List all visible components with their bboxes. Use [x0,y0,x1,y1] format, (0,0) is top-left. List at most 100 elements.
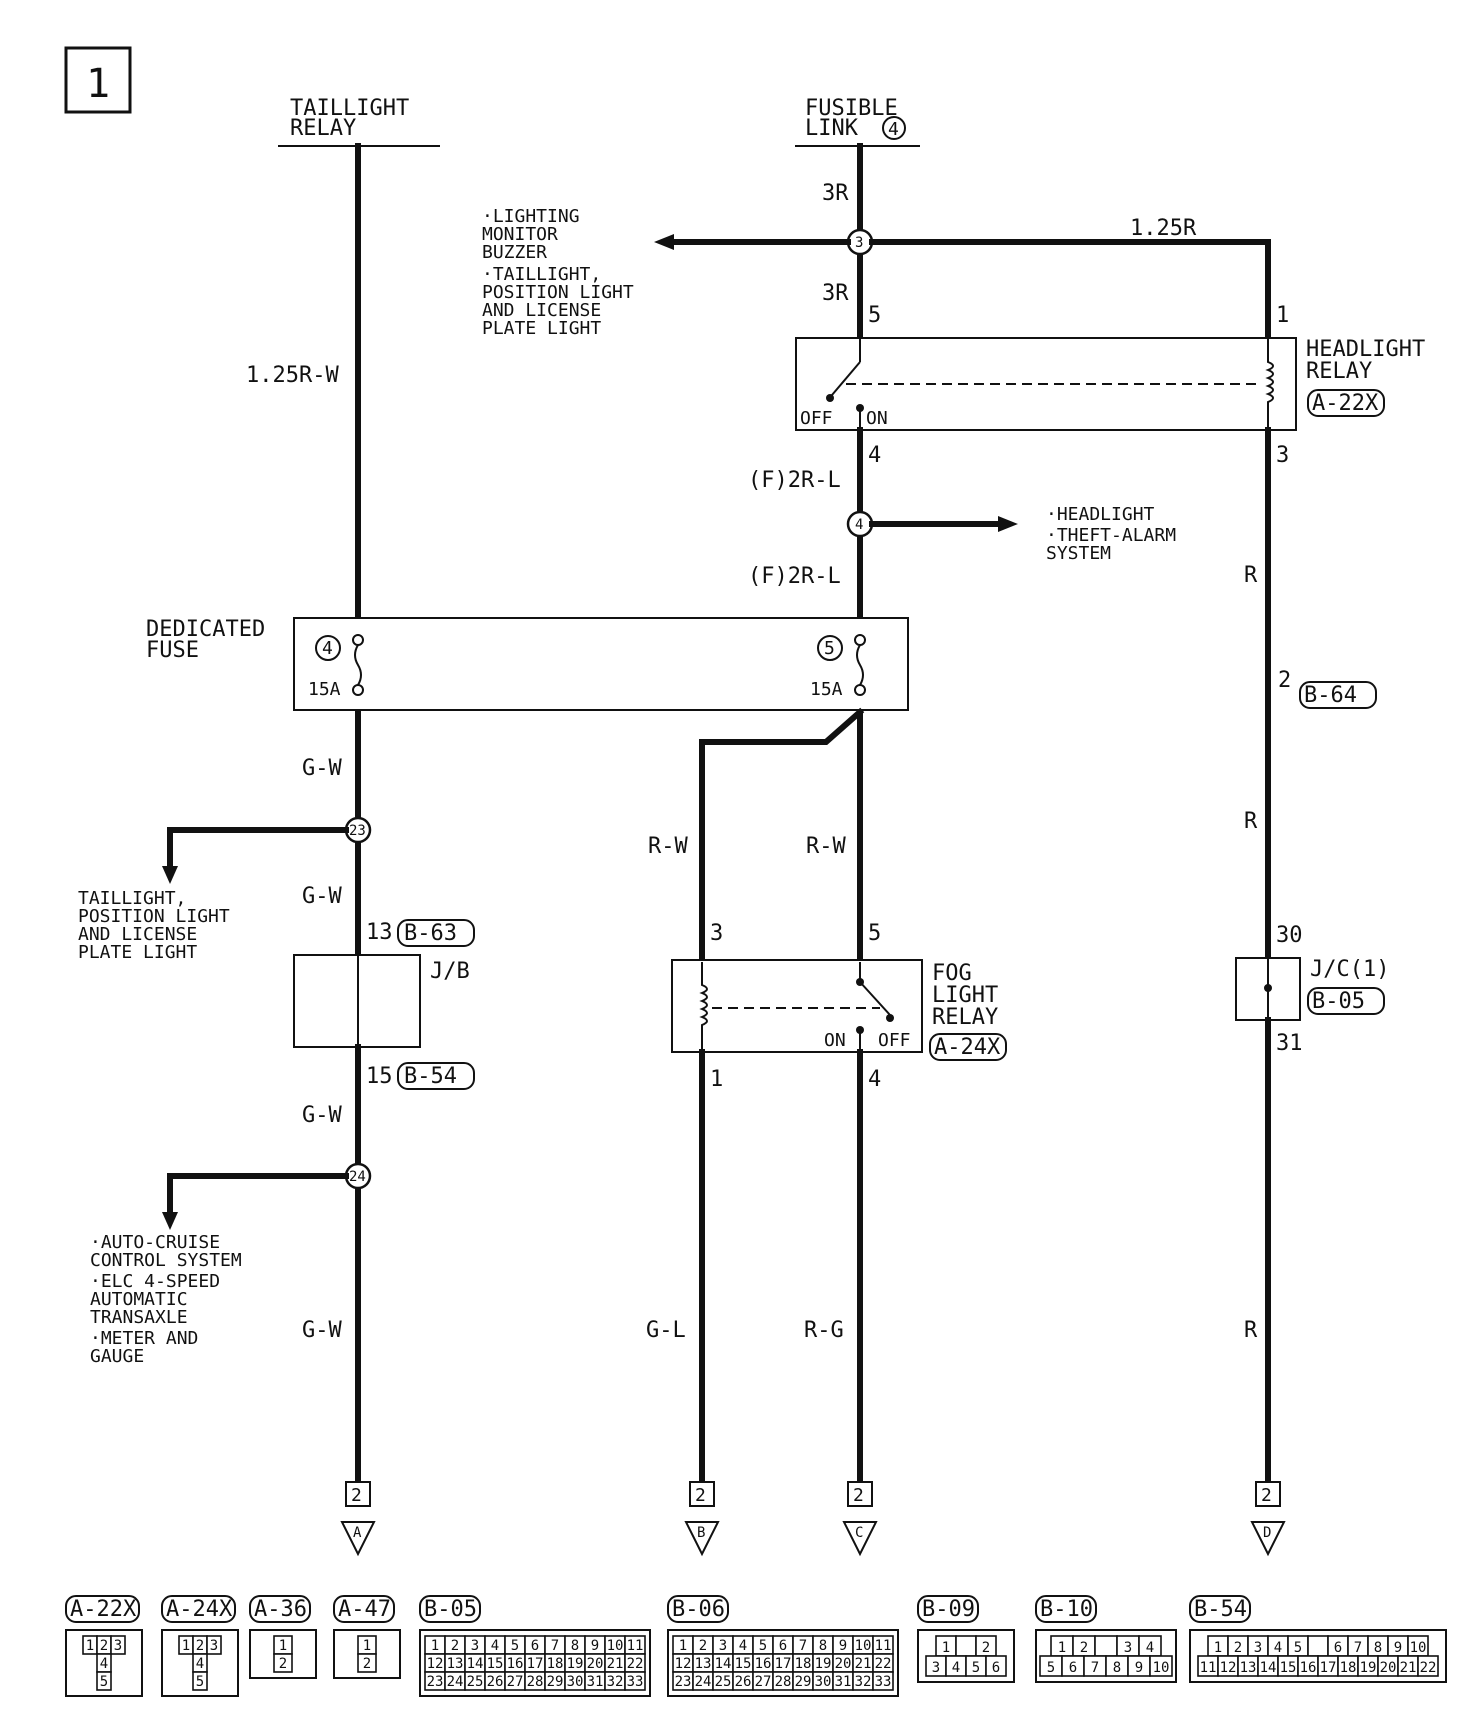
fog-coil [699,962,708,1052]
b64-conn: B-64 [1304,683,1357,708]
connector-view-id-frame [161,1595,236,1623]
connector-pin-number: 6 [1069,1660,1077,1676]
connector-pin-number: 7 [1354,1640,1362,1656]
connector-view-id-frame [333,1595,395,1623]
connector-pin-number: 4 [952,1660,960,1676]
fuse-5-number: 5 [824,638,835,659]
wire-label-rw-left: R-W [648,834,688,859]
connector-pin-number: 11 [875,1638,892,1654]
connector-pin-number: 9 [1394,1640,1402,1656]
jb-title: J/B [430,959,470,984]
taillight-relay-label-2: RELAY [290,116,356,141]
connector-pin-number: 33 [627,1674,644,1690]
jc-conn: B-05 [1312,989,1365,1014]
terminal-b-letter: B [697,1525,705,1541]
page-number: 1 [86,61,110,107]
fuse-5-top-term [854,634,866,646]
connector-pin-number: 16 [1300,1660,1317,1676]
connector-pin-number: 16 [755,1656,772,1672]
junction-24-label: 24 [349,1169,366,1185]
connector-pin-number: 16 [507,1656,524,1672]
connector-pin-cell [1417,1655,1439,1677]
connector-pin-number: 13 [1240,1660,1257,1676]
connector-pin-number: 18 [547,1656,564,1672]
dedicated-fuse-title-2: FUSE [146,638,199,663]
hl-on: ON [866,408,888,429]
connector-pin-number: 17 [775,1656,792,1672]
connector-pin-number: 30 [567,1674,584,1690]
note-lighting-7: PLATE LIGHT [482,318,601,339]
terminal-b: 2 B [684,1481,720,1557]
connector-pin-number: 13 [447,1656,464,1672]
fog-relay-conn: A-24X [934,1035,1001,1060]
fuse-5-bot-term [854,684,866,696]
wire-label-3r-top: 3R [822,181,849,206]
jb-pin-top: 13 [366,920,393,945]
connector-pin-number: 29 [795,1674,812,1690]
connector-pin-number: 4 [1274,1640,1282,1656]
junction-3-label: 3 [855,235,863,251]
connector-pin-number: 4 [1146,1640,1154,1656]
jc-title: J/C(1) [1310,957,1389,982]
connector-view-id: A-47 [338,1597,391,1622]
note-cruise-6: ·METER AND [90,1328,198,1349]
connector-view-id: B-09 [922,1597,975,1622]
note-cruise-3: ·ELC 4-SPEED [90,1271,220,1292]
connector-pin-number: 6 [992,1660,1000,1676]
connector-pin-number: 15 [1280,1660,1297,1676]
fuse-4-bot-term [352,684,364,696]
terminal-a: 2 A [340,1481,376,1557]
connector-pin-number: 6 [531,1638,539,1654]
fusible-link-label-2: LINK [805,116,859,141]
connector-view-id: B-10 [1040,1597,1093,1622]
hl-switch-off-contact [826,394,834,402]
connector-pin-number: 14 [467,1656,484,1672]
connector-pin-number: 3 [210,1638,218,1654]
note-cruise-1: ·AUTO-CRUISE [90,1232,220,1253]
terminal-d-letter: D [1263,1525,1271,1541]
connector-view-id: B-06 [672,1597,725,1622]
connector-pin-cell [192,1671,208,1691]
connector-pin-number: 17 [527,1656,544,1672]
connector-pin-number: 2 [1234,1640,1242,1656]
taillight-relay-label-1: TAILLIGHT [290,96,409,121]
connector-pin-number: 13 [695,1656,712,1672]
connector-pin-number: 22 [875,1656,892,1672]
wire-label-r-1: R [1244,563,1258,588]
wire-label-r-2: R [1244,809,1258,834]
connector-pin-number: 25 [467,1674,484,1690]
hl-pin-1: 1 [1276,303,1289,328]
b64-conn-frame [1299,681,1377,709]
fog-relay-conn-frame [929,1033,1007,1061]
wire-label-125r: 1.25R [1130,216,1197,241]
hl-pin-3: 3 [1276,443,1289,468]
connector-pin-cell [1149,1655,1173,1677]
wire-label-f2rl-2: (F)2R-L [748,564,841,589]
connector-pin-cell [624,1671,646,1691]
connector-pin-number: 5 [100,1674,108,1690]
connector-pin-number: 21 [607,1656,624,1672]
fusible-link-label-1: FUSIBLE [805,96,898,121]
connector-pin-number: 15 [735,1656,752,1672]
connector-pin-number: 4 [739,1638,747,1654]
connector-pin-number: 22 [1420,1660,1437,1676]
connector-pin-number: 1 [1058,1640,1066,1656]
connector-pin-number: 2 [196,1638,204,1654]
branch-23 [167,827,349,871]
connector-pin-number: 21 [855,1656,872,1672]
wire-125r [869,239,1271,343]
connector-pin-number: 32 [855,1674,872,1690]
hl-coil [1265,338,1274,430]
b64-pin: 2 [1278,668,1291,693]
wire-label-gw-1: G-W [302,756,342,781]
fuse-4-number: 4 [322,638,333,659]
headlight-relay-title-1: HEADLIGHT [1306,337,1425,362]
fog-relay-box [671,959,923,1053]
fuse-5-circle [817,635,843,661]
connector-pin-number: 1 [679,1638,687,1654]
